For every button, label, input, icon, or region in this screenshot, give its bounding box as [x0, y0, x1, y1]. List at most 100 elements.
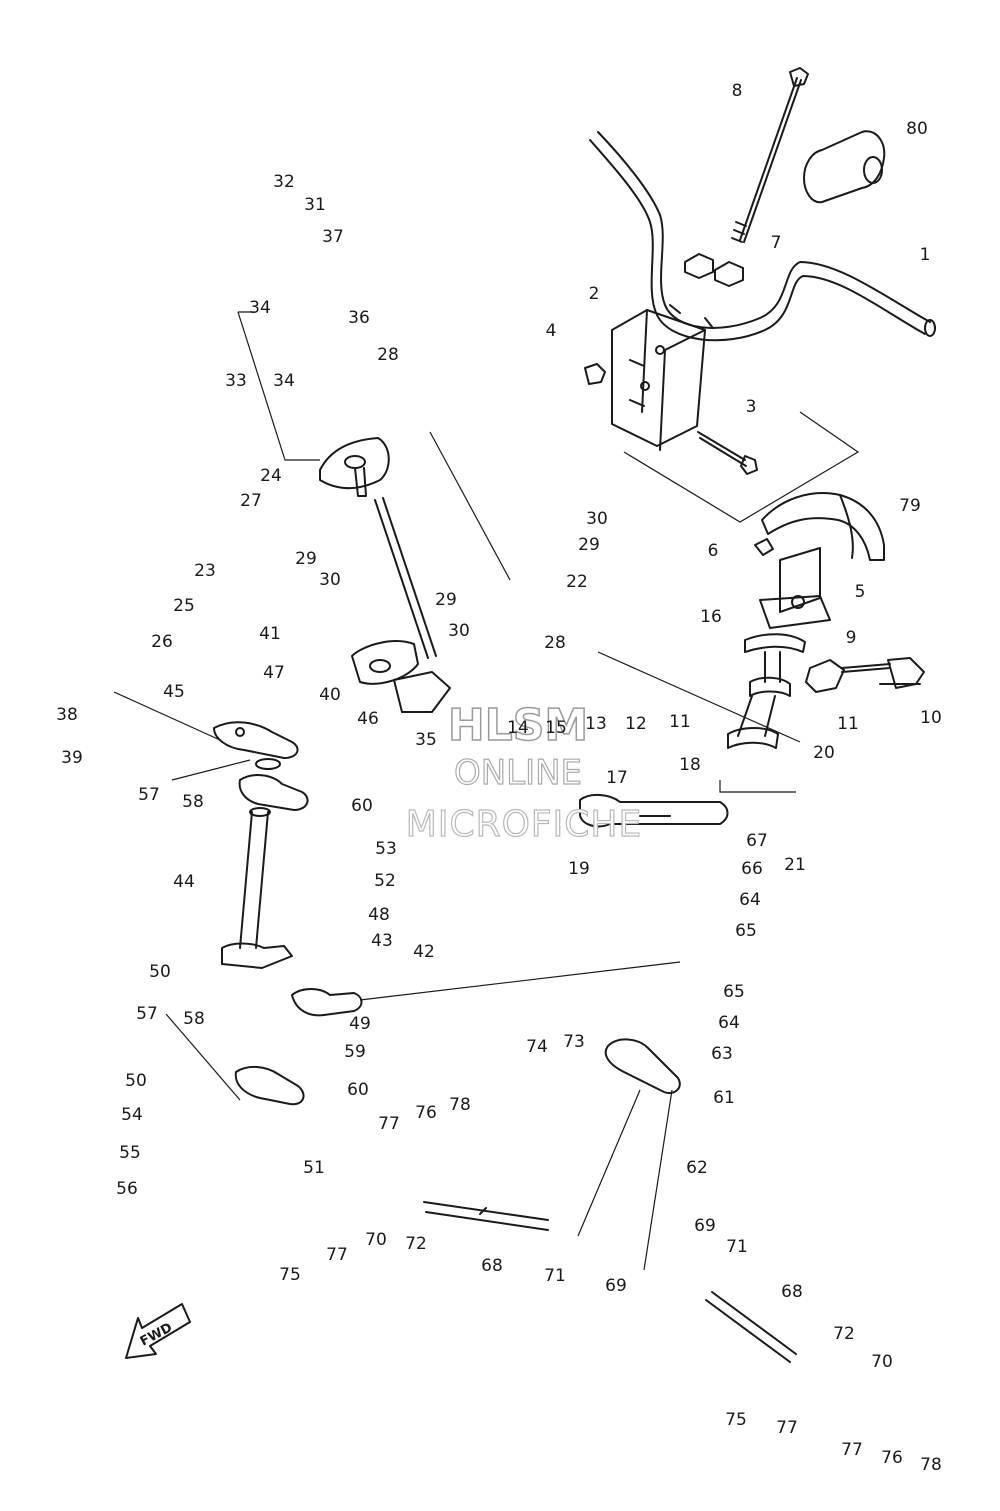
- callout-14: 14: [507, 718, 529, 738]
- callout-60: 60: [347, 1080, 369, 1100]
- callout-35: 35: [415, 730, 437, 750]
- callout-36: 36: [348, 308, 370, 328]
- bearing-bracket-40: [351, 640, 419, 685]
- callout-10: 10: [920, 708, 942, 728]
- callout-56: 56: [116, 1179, 138, 1199]
- steering-column-upper: [727, 633, 806, 749]
- callout-22: 22: [566, 572, 588, 592]
- handlebar-holder-upper: [684, 253, 744, 287]
- callout-29: 29: [295, 549, 317, 569]
- callout-11: 11: [669, 712, 691, 732]
- callout-58: 58: [183, 1009, 205, 1029]
- callout-74: 74: [526, 1037, 548, 1057]
- callout-37: 37: [322, 227, 344, 247]
- callout-3: 3: [746, 397, 757, 417]
- tie-rod-end-upper: [805, 657, 925, 693]
- callout-51: 51: [303, 1158, 325, 1178]
- fwd-arrow-icon: FWD: [125, 1303, 191, 1359]
- callout-80: 80: [906, 119, 928, 139]
- knuckle-arm: [291, 988, 363, 1017]
- callout-49: 49: [349, 1014, 371, 1034]
- callout-70: 70: [871, 1352, 893, 1372]
- callout-43: 43: [371, 931, 393, 951]
- callout-65: 65: [735, 921, 757, 941]
- column-holder: [754, 538, 831, 629]
- callout-69: 69: [605, 1276, 627, 1296]
- callout-66: 66: [741, 859, 763, 879]
- callout-54: 54: [121, 1105, 143, 1125]
- callout-16: 16: [700, 607, 722, 627]
- callout-48: 48: [368, 905, 390, 925]
- callout-76: 76: [881, 1448, 903, 1468]
- callout-2: 2: [589, 284, 600, 304]
- callout-30: 30: [448, 621, 470, 641]
- leader-lines: [113, 311, 860, 1271]
- callout-30: 30: [319, 570, 341, 590]
- callout-21: 21: [784, 855, 806, 875]
- callout-75: 75: [725, 1410, 747, 1430]
- callout-64: 64: [739, 890, 761, 910]
- handlebar: [589, 131, 936, 342]
- callout-78: 78: [920, 1455, 942, 1475]
- callout-11: 11: [837, 714, 859, 734]
- callout-71: 71: [726, 1237, 748, 1257]
- callout-63: 63: [711, 1044, 733, 1064]
- watermark-line1: HLSM: [448, 700, 588, 751]
- callout-19: 19: [568, 859, 590, 879]
- callout-29: 29: [435, 590, 457, 610]
- callout-25: 25: [173, 596, 195, 616]
- steering-column-lower: [221, 807, 293, 969]
- callout-23: 23: [194, 561, 216, 581]
- tie-rod-right: [705, 1291, 797, 1363]
- callout-17: 17: [606, 768, 628, 788]
- callout-77: 77: [378, 1114, 400, 1134]
- callout-57: 57: [136, 1004, 158, 1024]
- callout-9: 9: [846, 628, 857, 648]
- callout-67: 67: [746, 831, 768, 851]
- bolt-3: [697, 431, 758, 475]
- callout-6: 6: [708, 541, 719, 561]
- callout-4: 4: [546, 321, 557, 341]
- callout-15: 15: [545, 718, 567, 738]
- callout-76: 76: [415, 1103, 437, 1123]
- callout-55: 55: [119, 1143, 141, 1163]
- callout-77: 77: [776, 1418, 798, 1438]
- watermark: HLSM ONLINE MICROFICHE: [405, 699, 642, 845]
- callout-52: 52: [374, 871, 396, 891]
- callout-77: 77: [841, 1440, 863, 1460]
- callout-28: 28: [544, 633, 566, 653]
- callout-45: 45: [163, 682, 185, 702]
- callout-7: 7: [771, 233, 782, 253]
- callout-61: 61: [713, 1088, 735, 1108]
- callout-24: 24: [260, 466, 282, 486]
- callout-68: 68: [781, 1282, 803, 1302]
- callout-33: 33: [225, 371, 247, 391]
- steering-arm-lower: [238, 758, 309, 811]
- callout-42: 42: [413, 942, 435, 962]
- callout-5: 5: [855, 582, 866, 602]
- callout-18: 18: [679, 755, 701, 775]
- callout-53: 53: [375, 839, 397, 859]
- callout-60: 60: [351, 796, 373, 816]
- callout-29: 29: [578, 535, 600, 555]
- bolt-4: [584, 363, 606, 385]
- upper-bracket: [319, 437, 390, 497]
- callout-75: 75: [279, 1265, 301, 1285]
- callout-57: 57: [138, 785, 160, 805]
- bracket-35: [393, 671, 451, 713]
- callout-28: 28: [377, 345, 399, 365]
- callout-47: 47: [263, 663, 285, 683]
- tie-rod-left: [423, 1201, 549, 1231]
- callout-41: 41: [259, 624, 281, 644]
- callout-69: 69: [694, 1216, 716, 1236]
- relay-rod-bracket: [604, 1038, 681, 1094]
- callout-44: 44: [173, 872, 195, 892]
- callout-34: 34: [273, 371, 295, 391]
- handlebar-cover: [761, 491, 885, 561]
- callout-38: 38: [56, 705, 78, 725]
- watermark-line2: ONLINE: [454, 753, 582, 793]
- callout-72: 72: [405, 1234, 427, 1254]
